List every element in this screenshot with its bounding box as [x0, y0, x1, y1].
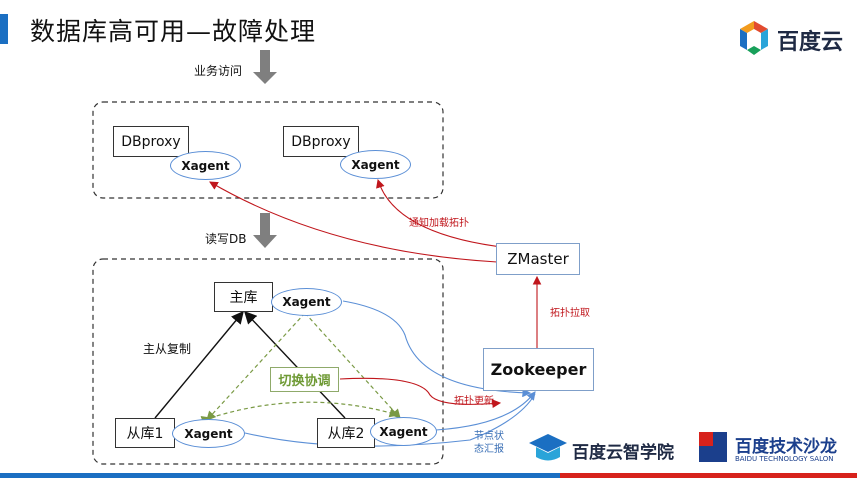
- business-access-arrow: [253, 50, 277, 84]
- logo-text: 百度云: [777, 30, 844, 55]
- db-cluster-container: [92, 258, 444, 465]
- replication-edge-slave1: [154, 310, 244, 419]
- status-edge-slave2: [435, 391, 536, 431]
- dbproxy-node-1: DBproxy: [113, 126, 189, 157]
- topology-update-edge: [339, 377, 502, 409]
- node-status-report-label-2: 态汇报: [474, 444, 504, 455]
- status-edge-master: [342, 300, 532, 398]
- xagent-node-slave-1: Xagent: [172, 419, 245, 448]
- salon-logo-text: 百度技术沙龙: [735, 437, 837, 457]
- xagent-node-proxy-1: Xagent: [170, 151, 241, 180]
- footer-rule-blue: [0, 473, 560, 478]
- node-status-report-label-1: 节点状: [474, 431, 504, 442]
- topology-pull-label: 拓扑拉取: [550, 308, 590, 319]
- salon-square-icon: [699, 432, 727, 462]
- baidu-tech-salon-logo: 百度技术沙龙 BAIDU TECHNOLOGY SALON: [697, 430, 855, 470]
- title-accent-bar: [0, 14, 8, 44]
- cube-logo-icon: [740, 21, 768, 55]
- notify-edge-proxy2: [376, 178, 511, 249]
- academy-logo-text: 百度云智学院: [572, 443, 674, 463]
- graduation-cap-icon: [529, 434, 567, 461]
- notify-load-topology-label: 通知加载拓扑: [409, 218, 469, 229]
- salon-logo-subtext: BAIDU TECHNOLOGY SALON: [735, 455, 834, 463]
- switch-coordination-box: 切换协调: [270, 367, 339, 392]
- slave-db-node-1: 从库1: [115, 418, 175, 448]
- dbproxy-node-2: DBproxy: [283, 126, 359, 157]
- notify-edge-proxy1: [209, 181, 498, 263]
- coord-edge-master-slave2: [295, 303, 401, 419]
- page-title: 数据库高可用—故障处理: [30, 17, 317, 46]
- footer-rule-red: [560, 473, 857, 478]
- coord-edge-master-slave1: [206, 303, 315, 421]
- baidu-cloud-academy-logo: 百度云智学院: [528, 432, 693, 466]
- zookeeper-node: Zookeeper: [483, 348, 594, 391]
- xagent-node-slave-2: Xagent: [370, 417, 437, 446]
- master-db-node: 主库: [214, 282, 273, 312]
- slave-db-node-2: 从库2: [317, 418, 375, 448]
- read-write-db-label: 读写DB: [205, 232, 247, 246]
- coord-edge-slave1-slave2: [200, 401, 400, 426]
- xagent-node-proxy-2: Xagent: [340, 150, 411, 179]
- master-slave-replication-label: 主从复制: [143, 342, 192, 356]
- status-edge-slave1: [244, 393, 536, 447]
- topology-update-label: 拓扑更新: [454, 396, 494, 407]
- read-write-db-arrow: [253, 213, 277, 248]
- business-access-label: 业务访问: [194, 64, 243, 78]
- proxy-layer-container: [92, 101, 444, 199]
- zmaster-node: ZMaster: [496, 243, 580, 275]
- xagent-node-master: Xagent: [271, 288, 342, 316]
- baidu-cloud-logo: 百度云: [737, 20, 847, 56]
